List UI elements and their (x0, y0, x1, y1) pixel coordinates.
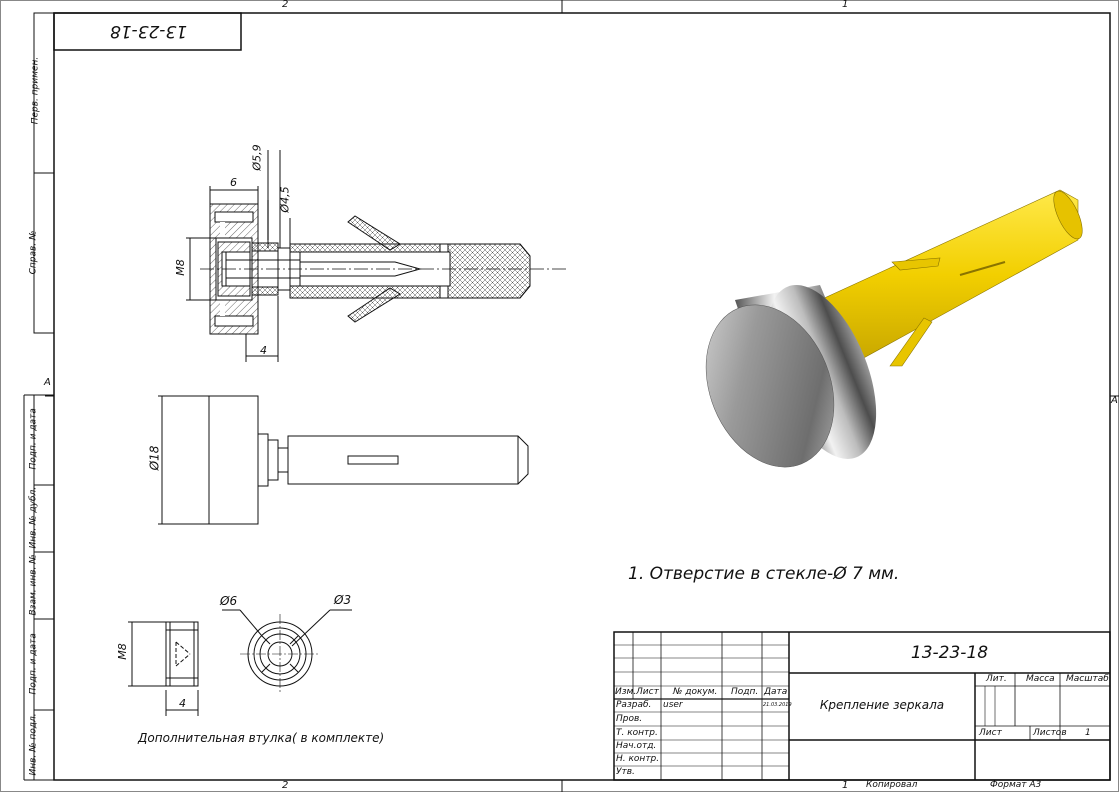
zone-top-left: 2 (282, 0, 289, 10)
zone-row-left: A (44, 377, 51, 388)
row-nkontr: Н. контр. (616, 754, 660, 764)
dim-d6: Ø6 (220, 594, 238, 608)
date: 21.03.2019 (763, 702, 792, 708)
side-field-6: Инв. № подл. (28, 713, 39, 776)
col-sign: Подп. (731, 687, 759, 697)
zone-bottom-left: 2 (282, 780, 289, 791)
render-3d (705, 189, 1083, 468)
sheets-count: 1 (1085, 728, 1091, 738)
side-field-1: Справ. № (28, 230, 39, 275)
dim-m8-top: M8 (173, 259, 187, 276)
author: user (663, 700, 683, 710)
zone-top-right: 1 (842, 0, 849, 10)
col-lit: Лит. (986, 674, 1007, 684)
side-field-3: Инв. № дубл. (28, 486, 39, 549)
col-mass: Масса (1026, 674, 1055, 684)
sheet-label: Лист (979, 728, 1002, 738)
dim-d18: Ø18 (147, 445, 162, 471)
dim-d59: Ø5,9 (250, 144, 264, 171)
bushing-view (128, 609, 352, 716)
dim-w4-bushing: 4 (179, 697, 186, 710)
bushing-caption: Дополнительная втулка( в комплекте) (138, 731, 385, 745)
dim-d3: Ø3 (334, 593, 352, 607)
col-date: Дата (764, 687, 788, 697)
col-list: Лист (636, 687, 659, 697)
code-box (53, 12, 242, 51)
side-field-0: Перв. примен. (30, 56, 41, 125)
row-tkontr: Т. контр. (616, 728, 658, 738)
col-scale: Масштаб (1066, 674, 1109, 684)
side-field-2: Подп. и дата (28, 408, 39, 470)
section-view (186, 150, 568, 362)
hole-note: 1. Отверстие в стекле-Ø 7 мм. (628, 564, 900, 584)
row-utv: Утв. (616, 767, 635, 777)
dim-w4-top: 4 (260, 344, 267, 357)
zone-row-right: A (1111, 395, 1118, 406)
dim-m8-bushing: M8 (115, 643, 129, 660)
sheets-label: Листов (1033, 728, 1067, 738)
side-view (158, 395, 529, 525)
copied-label: Копировал (866, 780, 918, 790)
zone-bottom-right: 1 (842, 780, 849, 791)
designation: 13-23-18 (910, 643, 989, 663)
row-nachotd: Нач.отд. (616, 741, 657, 751)
title-block (613, 631, 1111, 781)
row-prov: Пров. (616, 714, 643, 724)
row-razrab: Разраб. (616, 700, 652, 710)
part-name: Крепление зеркала (819, 698, 945, 712)
mirrored-code: 13-23-18 (110, 21, 188, 41)
side-field-5: Подп. и дата (28, 633, 39, 695)
dim-d45: Ø4,5 (278, 186, 292, 213)
dim-w6: 6 (230, 176, 237, 189)
col-doc: № докум. (673, 687, 718, 697)
side-field-4: Взам. инв. № (28, 554, 39, 616)
format-label: Формат А3 (990, 780, 1042, 790)
col-izm: Изм. (615, 687, 637, 697)
